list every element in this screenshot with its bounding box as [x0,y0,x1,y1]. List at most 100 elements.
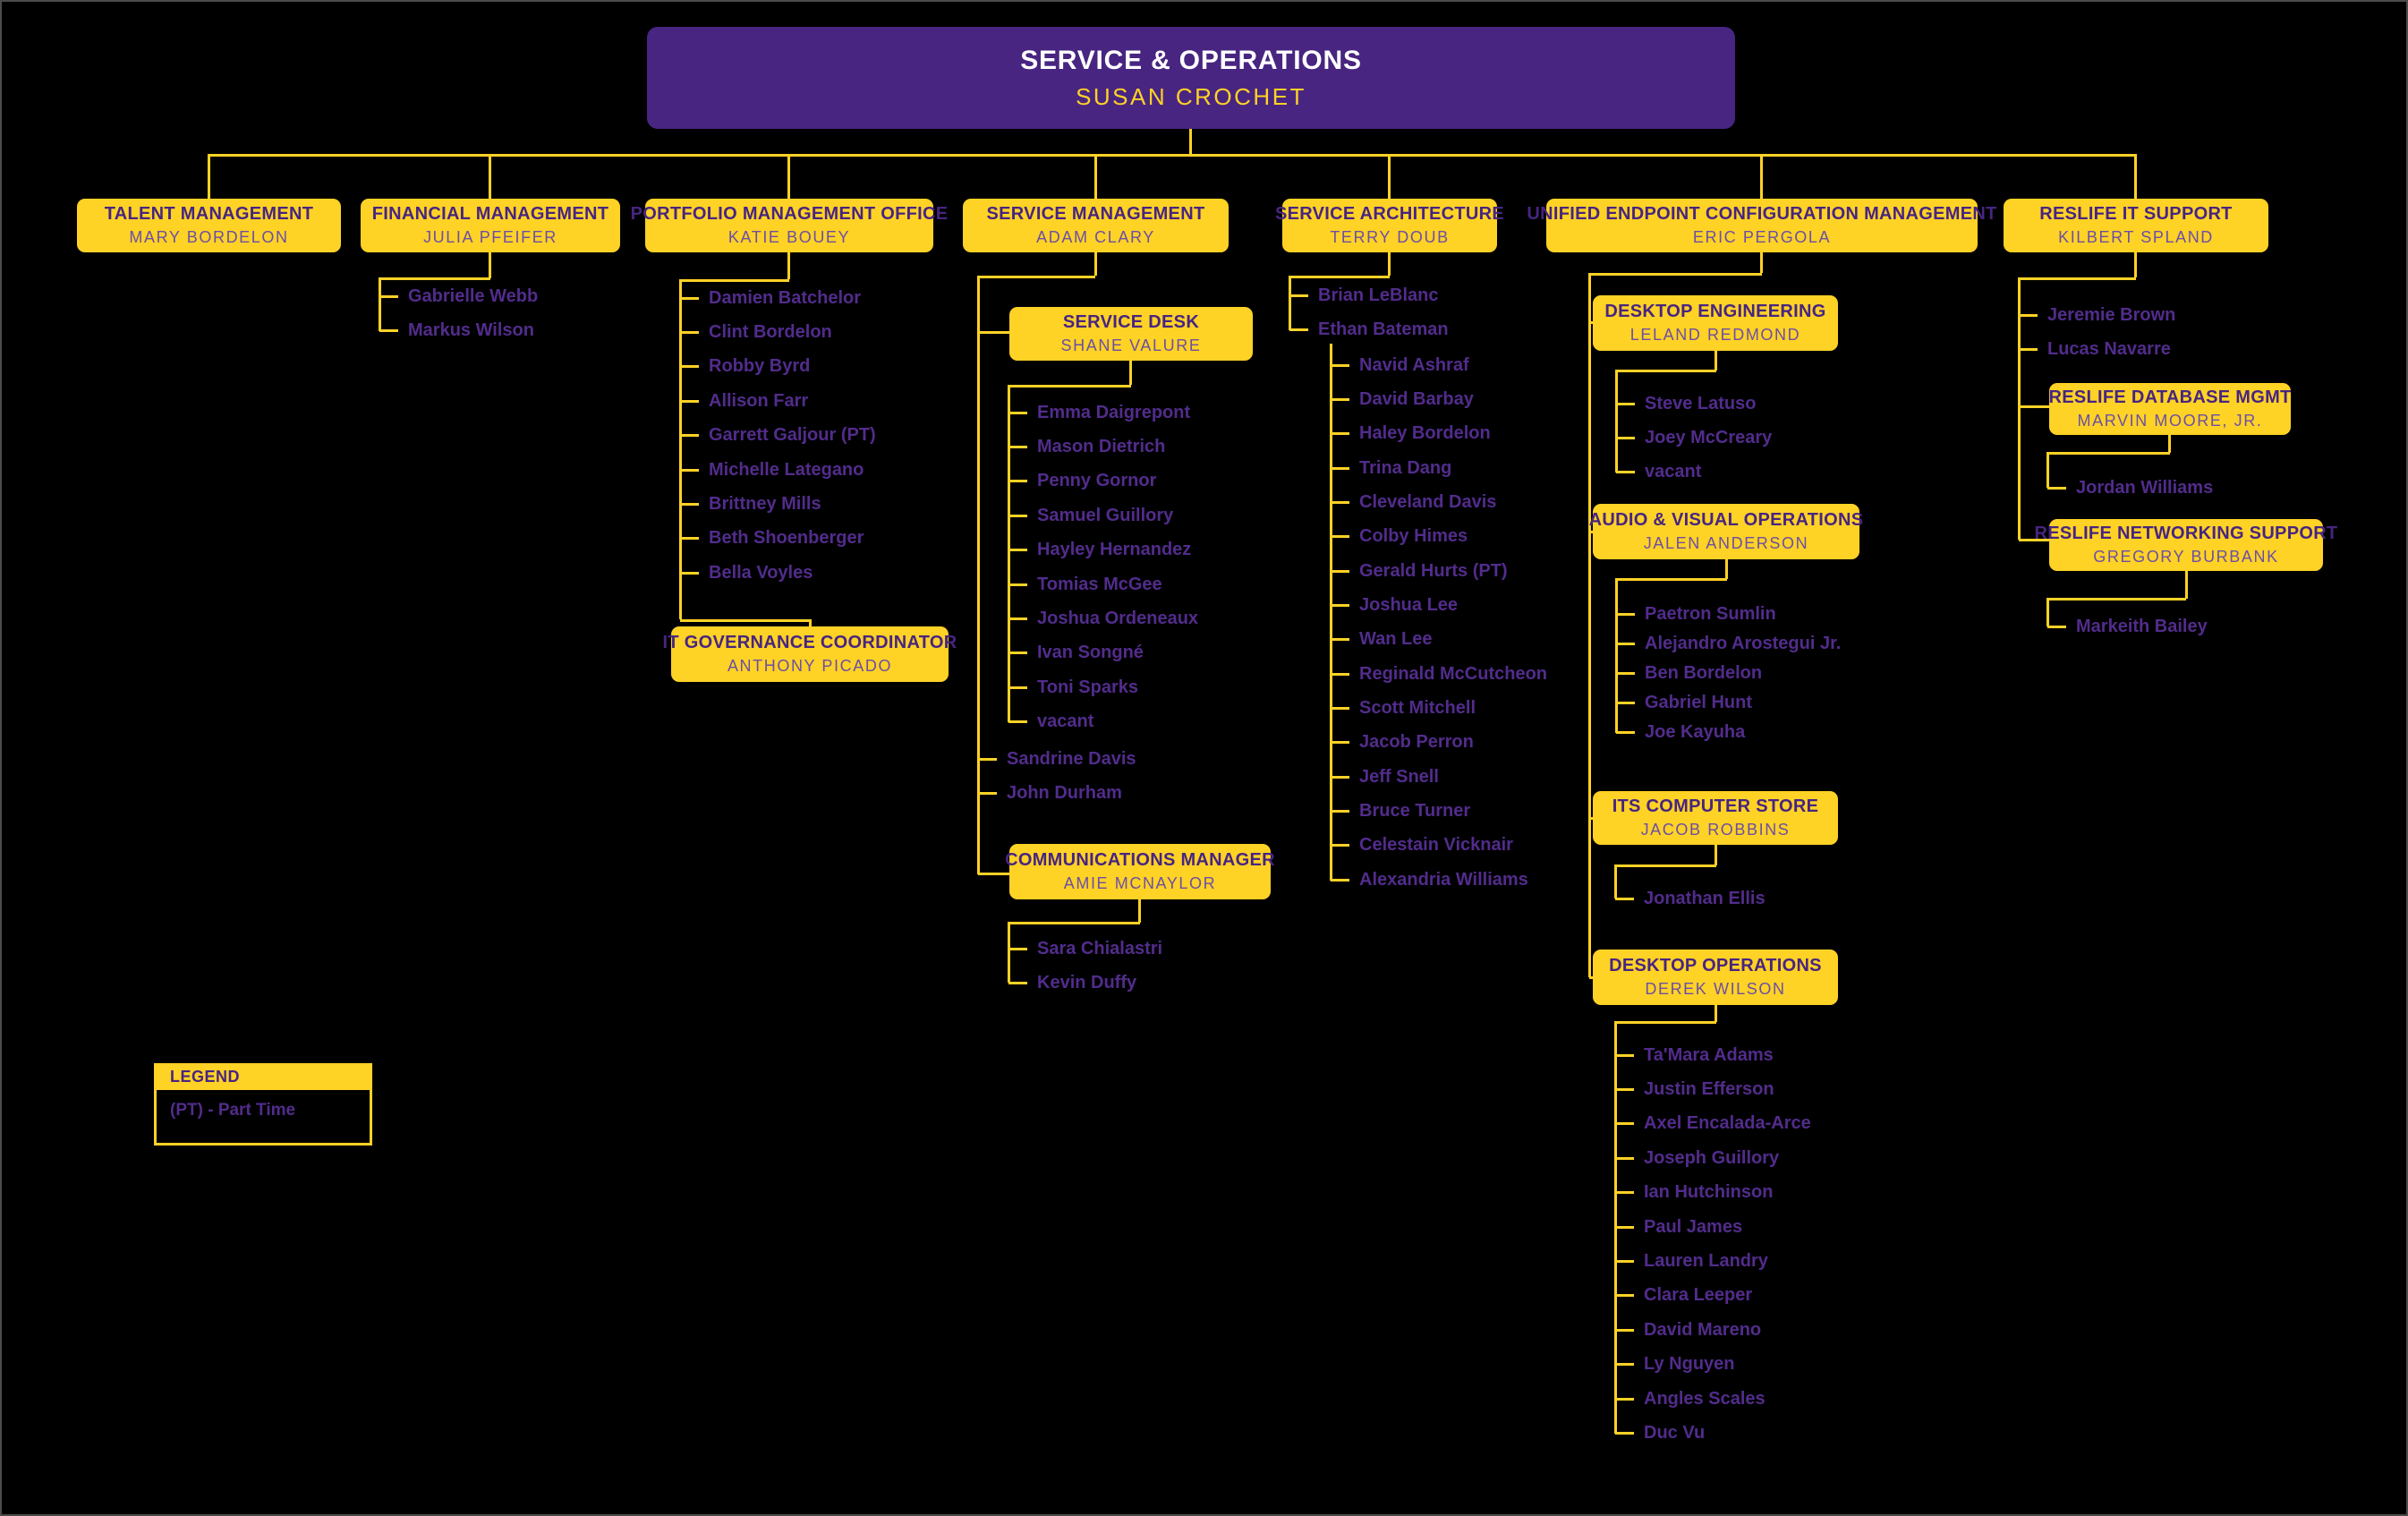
staff-member: Bella Voyles [680,556,876,590]
connector-line [489,252,491,278]
connector-line [787,154,790,199]
staff-member: Gabriel Hunt [1616,688,1841,718]
staff-member: Duc Vu [1615,1416,1811,1450]
connector-line [1094,252,1097,276]
node-service-management: SERVICE MANAGEMENT ADAM CLARY [963,199,1229,252]
node-manager: JALEN ANDERSON [1643,534,1809,553]
staff-member: Ly Nguyen [1615,1348,1811,1382]
connector-line [1616,370,1716,372]
node-reslife-database-mgmt: RESLIFE DATABASE MGMT MARVIN MOORE, JR. [2048,383,2291,435]
connector-line [1715,351,1717,370]
staff-member: Jeremie Brown [2019,298,2175,332]
legend-header: LEGEND [154,1063,372,1090]
connector-line [1616,578,1727,581]
staff-member: Kevin Duffy [1008,966,1162,1000]
staff-member: David Barbay [1331,382,1547,416]
connector-line [978,873,1010,875]
connector-line [1715,845,1717,865]
staff-member: Ivan Songné [1008,636,1198,670]
node-title: SERVICE ARCHITECTURE [1274,204,1505,225]
connector-line [1615,864,1716,867]
node-manager: JULIA PFEIFER [423,228,557,247]
staff-member: vacant [1008,705,1198,739]
node-title: SERVICE MANAGEMENT [986,204,1205,225]
staff-member: Bruce Turner [1331,794,1547,828]
node-manager: AMIE MCNAYLOR [1063,874,1217,893]
node-title: DESKTOP ENGINEERING [1604,302,1826,322]
node-manager: ERIC PERGOLA [1692,228,1832,247]
node-title: AUDIO & VISUAL OPERATIONS [1588,510,1864,531]
connector-line [379,277,381,331]
connector-line [208,154,210,199]
staff-member: Lauren Landry [1615,1244,1811,1278]
node-portfolio-management-office: PORTFOLIO MANAGEMENT OFFICE KATIE BOUEY [631,199,948,252]
node-service-desk: SERVICE DESK SHANE VALURE [1009,307,1253,361]
staff-member: David Mareno [1615,1313,1811,1347]
node-manager: TERRY DOUB [1330,228,1450,247]
connector-line [787,252,790,279]
staff-member: Justin Efferson [1615,1072,1811,1106]
legend-entry: (PT) - Part Time [170,1101,296,1120]
staff-member: vacant [1616,456,1772,490]
staff-member: Haley Bordelon [1331,417,1547,451]
connector-line [1189,129,1192,154]
staff-member: Brittney Mills [680,487,876,521]
staff-member: Jordan Williams [2047,471,2213,505]
staff-member: Axel Encalada-Arce [1615,1107,1811,1141]
node-communications-manager: COMMUNICATIONS MANAGER AMIE MCNAYLOR [1005,844,1275,899]
node-title: IT GOVERNANCE COORDINATOR [662,633,957,653]
node-unified-endpoint-configuration-management: UNIFIED ENDPOINT CONFIGURATION MANAGEMEN… [1527,199,1996,252]
connector-line [1589,273,1762,276]
node-title: ITS COMPUTER STORE [1612,796,1819,817]
node-service-architecture: SERVICE ARCHITECTURE TERRY DOUB [1275,199,1504,252]
staff-member: Emma Daigrepont [1008,396,1198,430]
connector-line [1008,922,1010,983]
node-manager: ANTHONY PICADO [727,657,893,676]
staff-member: Celestain Vicknair [1331,829,1547,863]
node-title: RESLIFE NETWORKING SUPPORT [2034,524,2338,544]
staff-member: Garrett Galjour (PT) [680,419,876,453]
node-service-operations: SERVICE & OPERATIONS SUSAN CROCHET [647,27,1735,129]
node-title: FINANCIAL MANAGEMENT [371,204,609,225]
staff-member: Ta'Mara Adams [1615,1038,1811,1072]
connector-line [1008,385,1010,722]
staff-member: Sara Chialastri [1008,932,1162,966]
staff-member: Cleveland Davis [1331,485,1547,519]
team-list-reslife-network: Markeith Bailey [2047,609,2208,643]
node-manager: KATIE BOUEY [728,228,851,247]
node-title: RESLIFE IT SUPPORT [2039,204,2233,225]
connector-line [1388,154,1391,199]
connector-line [489,154,491,199]
node-audio-visual-operations: AUDIO & VISUAL OPERATIONS JALEN ANDERSON [1589,504,1863,559]
connector-line [1615,578,1618,733]
staff-member: Beth Shoenberger [680,522,876,556]
node-manager: SHANE VALURE [1060,336,1202,355]
staff-member: Michelle Lategano [680,453,876,487]
node-manager: KILBERT SPLAND [2058,228,2214,247]
staff-member: Alexandria Williams [1331,863,1547,897]
staff-member: Reginald McCutcheon [1331,657,1547,691]
staff-member: Gabrielle Webb [379,279,538,313]
node-title: COMMUNICATIONS MANAGER [1005,850,1275,871]
connector-line [1008,922,1140,924]
staff-member: Wan Lee [1331,623,1547,657]
connector-line [1588,273,1591,977]
legend-entries: (PT) - Part Time [154,1090,372,1146]
connector-line [1614,864,1617,899]
node-desktop-engineering: DESKTOP ENGINEERING LELAND REDMOND [1593,295,1838,351]
connector-line [379,277,490,280]
staff-member: Clara Leeper [1615,1279,1811,1313]
staff-member: Jeff Snell [1331,760,1547,794]
staff-member: Ian Hutchinson [1615,1176,1811,1210]
staff-member: Paetron Sumlin [1616,600,1841,629]
connector-line [1760,252,1763,273]
